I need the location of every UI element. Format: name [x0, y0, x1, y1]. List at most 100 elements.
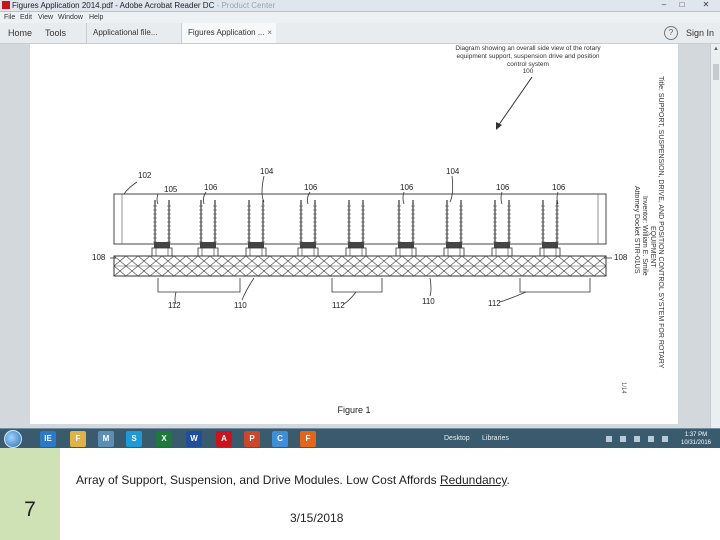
side-title: Title: SUPPORT, SUSPENSION, DRIVE, AND P…	[633, 76, 664, 369]
help-icon[interactable]: ?	[664, 26, 678, 40]
taskbar-ie-icon[interactable]: IE	[40, 431, 56, 447]
menu-file[interactable]: File	[4, 14, 16, 21]
truss-member	[269, 265, 283, 277]
truss-member	[137, 255, 151, 267]
truss-member	[473, 265, 487, 277]
truss-member	[113, 265, 127, 277]
clock-time: 1:37 PM	[684, 432, 708, 438]
close-tab-icon[interactable]: ×	[267, 28, 272, 37]
truss-member	[185, 255, 199, 267]
taskbar-media-icon[interactable]: M	[98, 431, 114, 447]
menu-window[interactable]: Window	[58, 14, 83, 21]
drive-block	[154, 242, 170, 248]
taskbar-libraries-toolbar[interactable]: Libraries	[482, 435, 509, 442]
truss-member	[245, 265, 259, 277]
taskbar-desktop-toolbar[interactable]: Desktop	[444, 435, 470, 442]
taskbar-word-icon[interactable]: W	[186, 431, 202, 447]
tools-tab[interactable]: Tools	[45, 28, 67, 38]
truss-member	[149, 265, 163, 277]
leader-106-d	[500, 191, 503, 205]
taskbar-skype-icon[interactable]: S	[126, 431, 142, 447]
menu-edit[interactable]: Edit	[20, 14, 33, 21]
drive-module	[151, 200, 173, 257]
truss-member	[557, 255, 571, 267]
truss-member	[461, 265, 475, 277]
truss-member	[317, 265, 331, 277]
truss-member	[377, 265, 391, 277]
side-title-line-1: Title: SUPPORT, SUSPENSION, DRIVE, AND P…	[657, 76, 664, 369]
truss-member	[353, 255, 367, 267]
label-106-b: 106	[304, 183, 318, 192]
drive-module	[297, 200, 319, 257]
taskbar-explorer-icon[interactable]: F	[70, 431, 86, 447]
vertical-scrollbar[interactable]: ▲	[710, 44, 720, 448]
truss-member	[485, 255, 499, 267]
truss-member	[485, 265, 499, 277]
truss-member	[125, 265, 139, 277]
truss-member	[545, 255, 559, 267]
taskbar-acrobat-icon[interactable]: A	[216, 431, 232, 447]
label-108-left: 108	[92, 253, 106, 262]
truss-member	[293, 265, 307, 277]
truss-member	[509, 255, 523, 267]
annotation-arrow	[497, 76, 533, 127]
truss-member	[317, 255, 331, 267]
drive-module	[345, 200, 367, 257]
home-tab[interactable]: Home	[8, 28, 33, 38]
taskbar-powerpoint-icon[interactable]: P	[244, 431, 260, 447]
truss-member	[173, 255, 187, 267]
bearing-housing	[539, 247, 561, 257]
tray-network-icon[interactable]	[620, 436, 626, 442]
window-title-suffix: - Product Center	[214, 1, 276, 10]
maximize-button[interactable]: □	[679, 0, 685, 9]
tray-flag-icon[interactable]	[606, 436, 612, 442]
truss-member	[185, 265, 199, 277]
tray-volume-icon[interactable]	[634, 436, 640, 442]
truss-member	[533, 255, 547, 267]
scroll-up-icon[interactable]: ▲	[713, 46, 719, 52]
screen: Figures Application 2014.pdf - Adobe Acr…	[0, 0, 720, 448]
drive-module	[539, 200, 561, 257]
document-tab-applicational[interactable]: Applicational file...	[86, 23, 181, 43]
leader-112-c	[499, 291, 527, 303]
truss-member	[161, 265, 175, 277]
bearing-housing	[491, 247, 513, 257]
sign-in-link[interactable]: Sign In	[686, 28, 715, 38]
bearing-housing	[345, 247, 367, 257]
slide-sidebar	[0, 448, 60, 540]
minimize-button[interactable]: –	[661, 0, 667, 9]
drive-block	[446, 242, 462, 248]
drive-block	[494, 242, 510, 248]
figure-caption: Figure 1	[337, 405, 370, 415]
windows-taskbar: IE F M S X W A P C F Desktop Libraries 1…	[0, 428, 720, 448]
truss-member	[413, 255, 427, 267]
leader-106-e	[556, 191, 559, 205]
taskbar-chrome-icon[interactable]: C	[272, 431, 288, 447]
window-title-text: Figures Application 2014.pdf - Adobe Acr…	[12, 1, 215, 10]
annotation-line-1: Diagram showing an overall side view of …	[455, 45, 601, 52]
taskbar-excel-icon[interactable]: X	[156, 431, 172, 447]
truss-member	[401, 265, 415, 277]
annotation-arrowhead	[496, 122, 502, 130]
drive-module	[491, 200, 513, 257]
taskbar-firefox-icon[interactable]: F	[300, 431, 316, 447]
label-104-b: 104	[446, 167, 460, 176]
close-window-button[interactable]: ✕	[702, 0, 710, 9]
taskbar-clock[interactable]: 1:37 PM 10/31/2016	[676, 431, 716, 447]
truss-member	[257, 255, 271, 267]
drive-block	[542, 242, 558, 248]
tray-power-icon[interactable]	[648, 436, 654, 442]
start-button[interactable]	[4, 430, 22, 448]
document-tab-figures[interactable]: Figures Application ...×	[181, 23, 276, 43]
tray-app-icon[interactable]	[662, 436, 668, 442]
truss-member	[305, 265, 319, 277]
truss-member	[329, 255, 343, 267]
menu-view[interactable]: View	[38, 14, 54, 21]
truss-member	[533, 265, 547, 277]
scroll-thumb[interactable]	[713, 64, 719, 80]
truss-member	[389, 255, 403, 267]
menu-help[interactable]: Help	[89, 14, 104, 21]
bracket-112-c	[519, 278, 591, 293]
truss-member	[245, 255, 259, 267]
truss-member	[593, 265, 607, 277]
